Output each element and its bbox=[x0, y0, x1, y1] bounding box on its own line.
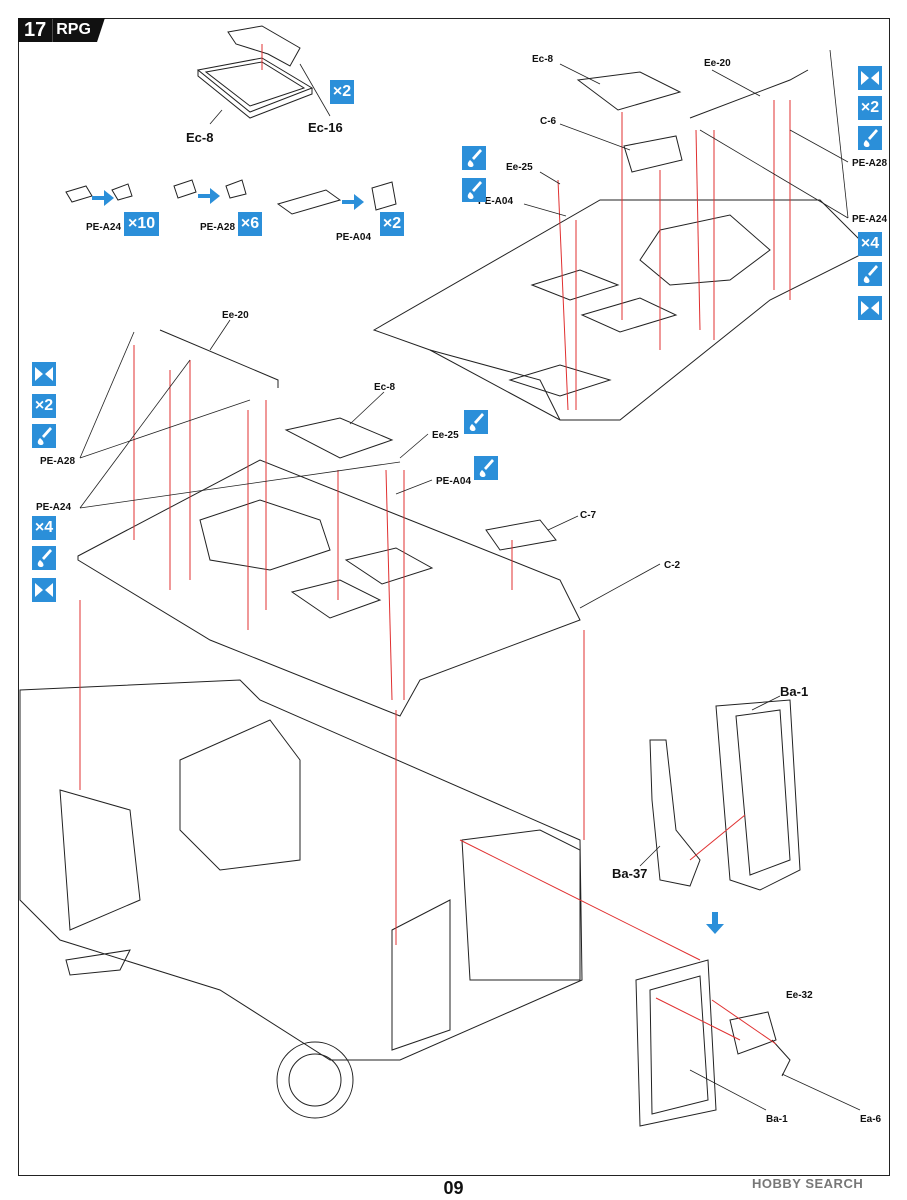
label-ee25-right: Ee-25 bbox=[506, 162, 533, 173]
right-roof-panel bbox=[372, 69, 871, 421]
qty-badge-ec8: ×2 bbox=[330, 80, 354, 104]
watermark: HOBBY SEARCH bbox=[752, 1176, 864, 1191]
page-number: 09 bbox=[443, 1178, 464, 1198]
label-ee32: Ee-32 bbox=[786, 990, 813, 1001]
bend-icon bbox=[32, 578, 56, 602]
glue-icon bbox=[32, 546, 56, 570]
step-header: 17 RPG bbox=[18, 18, 105, 42]
qty-badge-pe-a24: ×10 bbox=[124, 212, 160, 236]
label-pe-a24: PE-A24 bbox=[86, 222, 122, 233]
qty-badge-pe-a24-right: ×4 bbox=[858, 232, 882, 256]
left-roof-panel bbox=[77, 329, 581, 717]
qty-badge-pe-a28-right: ×2 bbox=[858, 96, 882, 120]
door-panels bbox=[635, 699, 801, 1127]
bend-icon bbox=[858, 296, 882, 320]
brand-logo: RPG bbox=[52, 18, 105, 42]
label-ee25-left: Ee-25 bbox=[432, 430, 459, 441]
label-ec16: Ec-16 bbox=[308, 120, 343, 135]
glue-icon bbox=[474, 456, 498, 480]
qty-badge-pe-a28-left: ×2 bbox=[32, 394, 56, 418]
label-pe-a28-left: PE-A28 bbox=[40, 456, 76, 467]
leader-lines bbox=[79, 49, 861, 1111]
qty-badge-pe-a24-left: ×4 bbox=[32, 516, 56, 540]
glue-icon bbox=[464, 410, 488, 434]
label-ea6: Ea-6 bbox=[860, 1114, 882, 1125]
label-pe-a04-right: PE-A04 bbox=[478, 196, 514, 207]
label-ba37: Ba-37 bbox=[612, 866, 648, 881]
page-frame bbox=[18, 18, 890, 1176]
label-c7: C-7 bbox=[580, 510, 597, 521]
pe-prep-parts bbox=[65, 179, 397, 215]
qty-badge-pe-a04: ×2 bbox=[380, 212, 404, 236]
label-pe-a04: PE-A04 bbox=[336, 232, 372, 243]
label-ba1-top: Ba-1 bbox=[780, 684, 809, 699]
label-pe-a24-left: PE-A24 bbox=[36, 502, 72, 513]
label-pe-a04-left: PE-A04 bbox=[436, 476, 472, 487]
label-ec8-right: Ec-8 bbox=[532, 54, 554, 65]
label-c6: C-6 bbox=[540, 116, 557, 127]
bend-icon bbox=[32, 362, 56, 386]
step-number: 17 bbox=[18, 18, 53, 42]
top-hatch-ec8 bbox=[196, 25, 314, 119]
glue-icon bbox=[858, 126, 882, 150]
label-ec8-left: Ec-8 bbox=[374, 382, 396, 393]
red-guide-lines bbox=[79, 44, 791, 1045]
bend-icon bbox=[858, 66, 882, 90]
qty-badge-pe-a28: ×6 bbox=[238, 212, 262, 236]
blue-arrows bbox=[92, 188, 724, 934]
label-ee20-right: Ee-20 bbox=[704, 58, 731, 69]
label-ec8-top: Ec-8 bbox=[186, 130, 214, 145]
vehicle-hull bbox=[19, 679, 583, 1119]
label-ee20-left: Ee-20 bbox=[222, 310, 249, 321]
label-c2: C-2 bbox=[664, 560, 681, 571]
label-ba1-bottom: Ba-1 bbox=[766, 1114, 788, 1125]
glue-icon bbox=[858, 262, 882, 286]
label-pe-a24-right: PE-A24 bbox=[852, 214, 888, 225]
glue-icon bbox=[32, 424, 56, 448]
label-pe-a28: PE-A28 bbox=[200, 222, 236, 233]
glue-icon bbox=[462, 146, 486, 170]
glue-icon bbox=[462, 178, 486, 202]
label-pe-a28-right: PE-A28 bbox=[852, 158, 888, 169]
